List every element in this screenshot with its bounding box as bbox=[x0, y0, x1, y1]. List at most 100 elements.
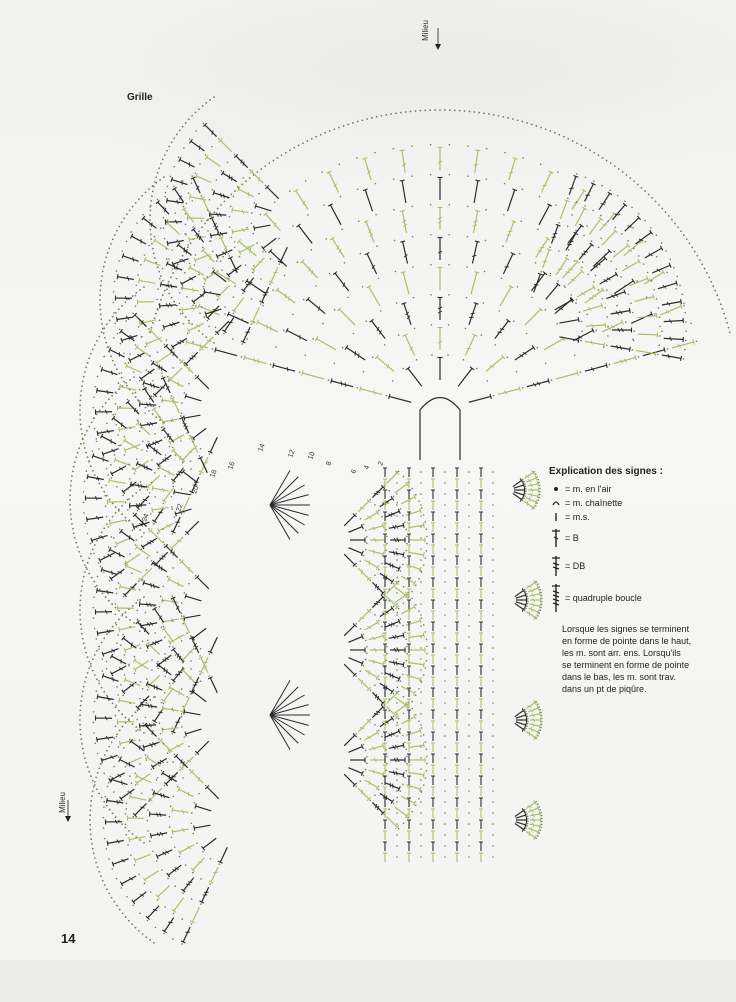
edge-dot bbox=[103, 884, 106, 886]
chain-dot bbox=[199, 447, 202, 450]
stitch bbox=[161, 397, 179, 404]
stitch bbox=[601, 228, 618, 246]
grid-dot bbox=[444, 702, 446, 704]
edge-dot bbox=[73, 537, 76, 539]
chain-dot bbox=[137, 599, 139, 601]
chain-dot bbox=[526, 825, 528, 827]
stitch bbox=[128, 503, 147, 509]
chain-dot bbox=[536, 834, 539, 837]
chain-dot bbox=[550, 379, 553, 381]
chain-dot bbox=[355, 785, 357, 787]
grid-dot bbox=[492, 845, 494, 847]
chain-dot bbox=[484, 239, 487, 242]
chain-dot bbox=[278, 263, 281, 265]
chain-dot bbox=[500, 277, 503, 279]
chain-dot bbox=[411, 707, 413, 710]
edge-dot bbox=[121, 613, 124, 615]
legend-note: Lorsque les signes se terminent en forme… bbox=[562, 624, 692, 694]
stitch bbox=[179, 756, 194, 771]
edge-dot bbox=[601, 156, 604, 159]
edge-dot bbox=[98, 682, 101, 685]
chain-dot bbox=[521, 188, 524, 191]
stitch bbox=[277, 246, 288, 264]
edge-dot bbox=[414, 110, 417, 112]
chain-dot bbox=[92, 606, 95, 609]
chain-dot bbox=[191, 175, 194, 177]
chain-dot bbox=[184, 223, 187, 226]
stitch bbox=[408, 771, 425, 778]
stitch bbox=[166, 864, 182, 878]
chain-dot bbox=[632, 339, 635, 342]
chain-dot bbox=[150, 481, 153, 484]
chain-dot bbox=[145, 759, 148, 761]
chain-dot bbox=[168, 258, 170, 260]
stitch bbox=[530, 717, 542, 723]
edge-dot bbox=[526, 122, 528, 124]
chain-dot bbox=[133, 672, 136, 675]
edge-dot bbox=[73, 461, 76, 463]
grid-dot bbox=[468, 559, 470, 561]
chain-dot bbox=[162, 600, 164, 602]
edge-dot bbox=[395, 112, 397, 115]
grid-dot bbox=[492, 515, 494, 517]
chain-dot bbox=[199, 680, 202, 683]
chain-dot bbox=[659, 325, 661, 328]
edge-dot bbox=[111, 394, 113, 397]
edge-dot bbox=[81, 559, 84, 562]
stitch bbox=[584, 340, 606, 348]
chain-dot bbox=[402, 673, 404, 676]
chain-dot bbox=[171, 249, 173, 251]
chain-dot bbox=[556, 322, 558, 325]
chain-dot bbox=[362, 664, 365, 667]
spoke bbox=[269, 714, 309, 726]
chain-dot bbox=[590, 240, 593, 242]
chain-dot bbox=[170, 348, 173, 351]
stitch bbox=[152, 507, 165, 524]
stitch bbox=[268, 266, 279, 284]
chain-dot bbox=[426, 645, 428, 648]
milieu-top-label: Milieu bbox=[421, 20, 430, 41]
stitch bbox=[394, 481, 409, 494]
edge-dot bbox=[153, 696, 155, 699]
edge-dot bbox=[160, 298, 162, 301]
chain-dot bbox=[573, 354, 576, 356]
stitch bbox=[405, 784, 422, 792]
chain-dot bbox=[381, 562, 383, 565]
chain-dot bbox=[151, 459, 153, 461]
grid-dot bbox=[396, 735, 398, 737]
fan bbox=[84, 376, 208, 598]
edge-dot bbox=[580, 144, 583, 147]
chain-dot bbox=[655, 255, 658, 258]
edge-dot bbox=[88, 572, 91, 575]
chain-dot bbox=[219, 235, 221, 237]
chain-dot bbox=[180, 513, 183, 515]
chain-dot bbox=[161, 372, 163, 375]
spoke bbox=[269, 494, 309, 506]
chain-dot bbox=[601, 297, 604, 300]
edge-dot bbox=[152, 252, 155, 255]
stitch bbox=[161, 597, 179, 604]
edge-dot bbox=[145, 701, 148, 704]
chain-dot bbox=[120, 444, 122, 446]
stitch bbox=[514, 708, 526, 718]
grid-dot bbox=[420, 592, 422, 594]
edge-dot bbox=[636, 183, 639, 186]
chain-dot bbox=[527, 717, 529, 720]
spoke bbox=[269, 476, 299, 506]
chain-dot bbox=[123, 674, 126, 676]
chain-dot bbox=[233, 246, 236, 249]
chain-dot bbox=[153, 235, 156, 238]
chain-dot bbox=[606, 289, 608, 291]
stitch bbox=[214, 320, 230, 336]
edge-dot bbox=[105, 694, 108, 697]
stitch bbox=[571, 188, 587, 210]
chain-dot bbox=[103, 355, 105, 358]
chain-dot bbox=[88, 460, 90, 462]
edge-dot bbox=[79, 394, 82, 397]
chain-dot bbox=[148, 840, 151, 843]
stitch bbox=[437, 206, 443, 230]
chain-dot bbox=[194, 172, 197, 175]
grid-dot bbox=[468, 680, 470, 682]
grid-dot bbox=[444, 504, 446, 506]
stitch bbox=[143, 257, 161, 267]
